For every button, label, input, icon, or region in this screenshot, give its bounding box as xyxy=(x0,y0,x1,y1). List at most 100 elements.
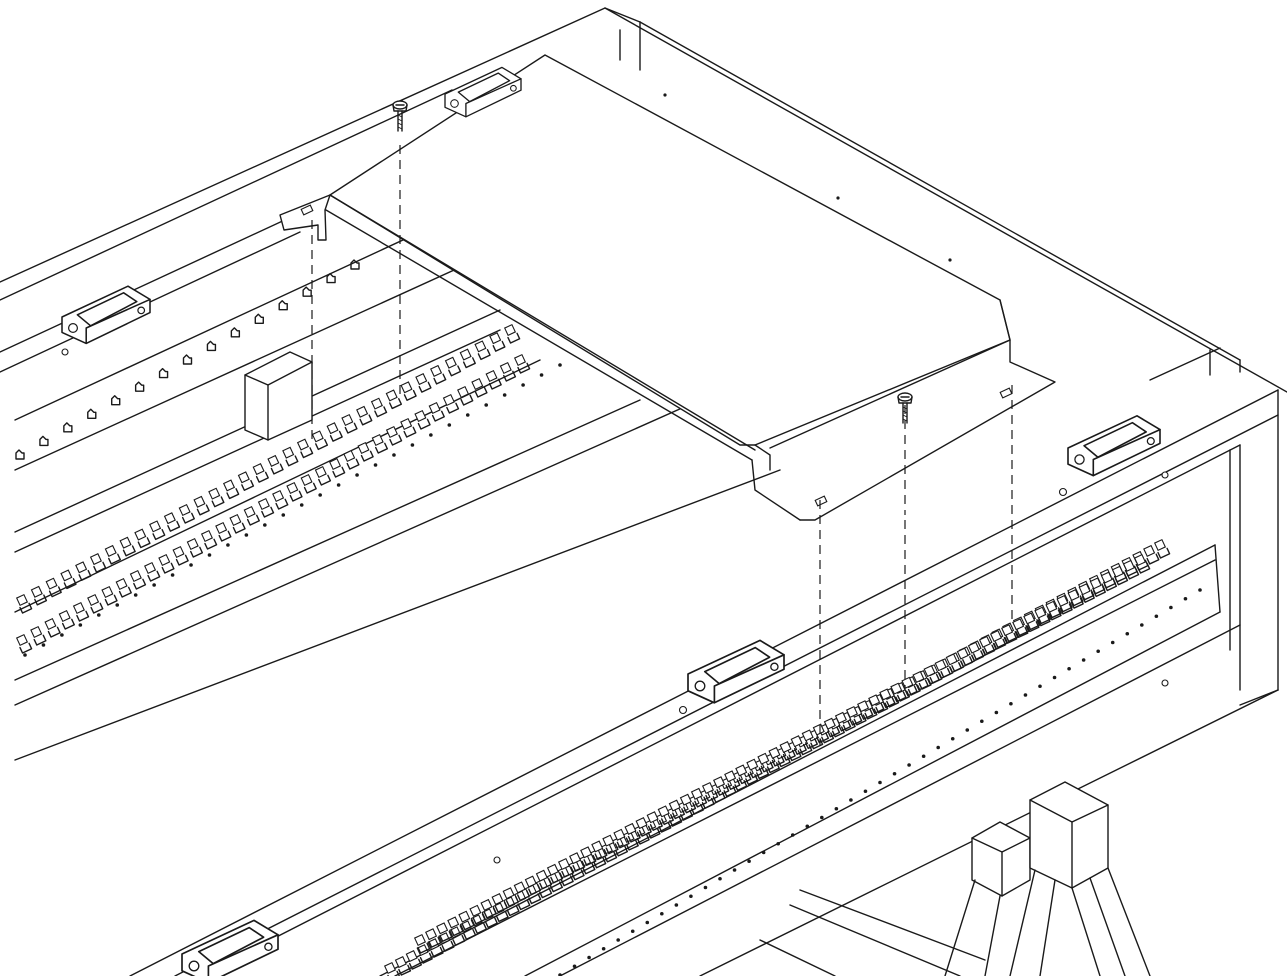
rail-tooth xyxy=(967,641,985,662)
rail-tooth xyxy=(311,430,329,451)
rail-tooth xyxy=(459,920,477,940)
rail-hole xyxy=(558,973,562,976)
rail-tooth xyxy=(923,665,940,685)
rail-tooth xyxy=(845,705,863,726)
rail-tooth xyxy=(1100,571,1118,592)
rail-tooth xyxy=(405,950,422,970)
rail-tooth xyxy=(222,479,240,500)
rail-tooth xyxy=(314,465,332,486)
rail-tab xyxy=(230,327,241,338)
rail-tooth xyxy=(385,389,402,410)
rail-tooth xyxy=(430,364,447,385)
screw-icon xyxy=(392,100,408,132)
rail-tooth xyxy=(857,700,874,720)
latch-clip-icon xyxy=(687,639,785,704)
rail-tooth xyxy=(491,893,508,913)
rail-hole xyxy=(521,383,525,387)
rail-tooth xyxy=(502,887,519,907)
rail-tooth xyxy=(646,811,663,831)
rail-tooth xyxy=(447,916,464,937)
tooth-rail-front xyxy=(383,538,1171,976)
latch-clip-icon xyxy=(181,919,279,976)
rail-hole xyxy=(152,583,156,587)
rail-tooth xyxy=(1012,618,1029,638)
rail-tooth xyxy=(163,512,181,532)
rail-tab xyxy=(302,286,312,297)
rail-tooth xyxy=(425,928,442,948)
rail-tab xyxy=(111,395,121,406)
rail-hole xyxy=(907,763,911,767)
rail-tooth xyxy=(272,489,289,510)
rail-tab xyxy=(254,313,264,324)
rail-tooth xyxy=(1122,559,1140,580)
rail-tooth xyxy=(72,601,90,622)
rail-tooth xyxy=(104,544,122,565)
rail-hole xyxy=(645,920,650,925)
rail-tooth xyxy=(243,505,260,526)
rail-hole xyxy=(170,573,175,577)
rail-tooth xyxy=(499,361,517,382)
rail-tab xyxy=(63,422,73,433)
rail-tooth xyxy=(779,741,796,761)
rail-tooth xyxy=(834,711,852,732)
rail-tooth xyxy=(394,955,412,976)
rail-tooth xyxy=(300,473,317,494)
rail-tooth xyxy=(413,933,431,954)
rail-hole xyxy=(1067,666,1071,671)
rail-tooth xyxy=(149,520,166,541)
rail-tooth xyxy=(503,323,521,344)
rail-tooth xyxy=(713,776,730,796)
rail-tooth xyxy=(458,910,475,931)
rail-tooth xyxy=(580,846,597,866)
rail-tooth xyxy=(724,770,741,790)
rail-tooth xyxy=(400,381,417,401)
rail-tooth xyxy=(328,457,346,478)
rail-tooth xyxy=(513,353,531,374)
rail-tooth xyxy=(286,481,303,502)
rail-tooth xyxy=(438,932,455,952)
rail-hole xyxy=(892,771,897,776)
rail-tooth xyxy=(89,553,107,573)
rail-tooth xyxy=(436,922,453,942)
rail-tooth xyxy=(823,717,841,738)
rail-tooth xyxy=(385,425,403,446)
rail-hole xyxy=(921,754,926,759)
rail-tooth xyxy=(1133,553,1151,574)
rail-hole xyxy=(1125,631,1130,636)
frame-holes xyxy=(61,348,1169,864)
rail-tooth xyxy=(178,503,195,524)
rail-hole xyxy=(96,613,101,617)
rail-hole xyxy=(950,736,955,741)
rail-hole xyxy=(572,964,577,969)
rail-hole xyxy=(410,443,415,447)
rail-hole xyxy=(747,859,751,864)
rail-hole xyxy=(318,493,322,497)
rail-tooth xyxy=(1153,538,1171,559)
rail-tooth xyxy=(229,513,246,534)
rail-hole xyxy=(281,513,286,517)
tab-row-back xyxy=(15,259,360,460)
rail-tooth xyxy=(1056,594,1073,615)
rail-hole xyxy=(1140,623,1144,627)
rail-hole xyxy=(336,483,341,487)
rail-tooth xyxy=(442,393,460,414)
rail-hole xyxy=(1023,693,1028,697)
rail-tooth xyxy=(237,471,255,491)
rail-tooth xyxy=(371,433,389,454)
rail-tooth xyxy=(144,561,161,582)
rail-hole xyxy=(465,413,470,417)
rail-tooth xyxy=(449,926,466,946)
rail-tooth xyxy=(267,454,284,475)
rail-tooth xyxy=(657,805,674,826)
rail-tooth xyxy=(1045,600,1062,621)
rail-tooth xyxy=(115,577,132,598)
rail-hole xyxy=(820,815,824,820)
rail-tooth xyxy=(480,898,497,919)
rail-tooth xyxy=(370,397,388,418)
rail-hole xyxy=(41,643,46,647)
rail-hole xyxy=(761,850,766,855)
rail-hole xyxy=(703,885,708,890)
rail-hole xyxy=(23,653,27,657)
